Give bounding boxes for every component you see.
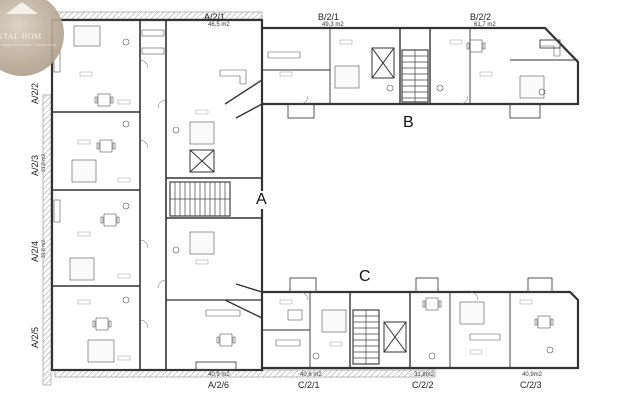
unit-a-2-3-area: 31,8 m2: [41, 153, 47, 172]
unit-b-2-1-label: B/2/1: [318, 12, 340, 22]
unit-a-2-5-area: 40,9 m2: [208, 372, 230, 378]
company-logo: STAL HOM NIERUCHOMOŚCI · DEVELOPER: [0, 0, 64, 76]
unit-a-2-1-label: A/2/1: [204, 12, 226, 22]
bathroom-fixtures: [122, 38, 554, 360]
furniture-sofas: [53, 29, 561, 347]
furniture-beds: [69, 25, 545, 363]
unit-a-2-2-label: A/2/2: [30, 82, 40, 104]
unit-a-2-1-area: 46,5 m2: [208, 22, 230, 28]
unit-a-2-6-label: A/2/6: [208, 380, 230, 390]
wing-c-marker: C: [356, 268, 372, 286]
hatched-wall-top: [51, 11, 263, 20]
staircase-b: [401, 49, 429, 103]
unit-c-2-3-label: C/2/3: [520, 380, 542, 390]
staircase-c: [352, 309, 380, 365]
elevator-shafts: [189, 47, 407, 353]
logo-text: STAL HOM: [0, 32, 42, 41]
door-swings: [139, 59, 479, 329]
unit-c-2-3-area: 40,9m2: [522, 372, 543, 378]
logo-subtitle: NIERUCHOMOŚCI · DEVELOPER: [2, 43, 57, 47]
unit-c-2-1-label: C/2/1: [298, 380, 320, 390]
wing-b-marker: B: [400, 114, 416, 132]
unit-b-2-2-label: B/2/2: [470, 12, 492, 22]
wing-c-letter: C: [359, 268, 371, 285]
unit-a-2-3-label: A/2/3: [30, 154, 40, 176]
unit-a-2-4-label: A/2/4: [30, 240, 40, 262]
staircase-a: [169, 181, 231, 217]
unit-b-2-1-area: 49,3 m2: [322, 22, 344, 28]
unit-c-2-2-area: 31,8m2: [414, 372, 435, 378]
wing-b-shell: [262, 26, 580, 106]
corner-connectors: [224, 79, 263, 319]
unit-a-2-5-label: A/2/5: [30, 326, 40, 348]
unit-c-2-1-area: 40,6 m2: [300, 372, 322, 378]
unit-c-2-2-label: C/2/2: [412, 380, 434, 390]
wing-c-shell: [262, 290, 580, 370]
unit-b-2-2-area: 61,7 m2: [474, 22, 496, 28]
house-icon: [6, 2, 38, 14]
furniture-tables: [92, 39, 554, 347]
wing-a-letter: A: [256, 191, 267, 208]
wing-a-marker: A: [253, 191, 269, 209]
wing-b-letter: B: [403, 114, 414, 131]
balconies: [195, 39, 561, 371]
unit-a-2-4-area: 31,8 m2: [41, 239, 47, 258]
room-tags: [77, 39, 533, 361]
